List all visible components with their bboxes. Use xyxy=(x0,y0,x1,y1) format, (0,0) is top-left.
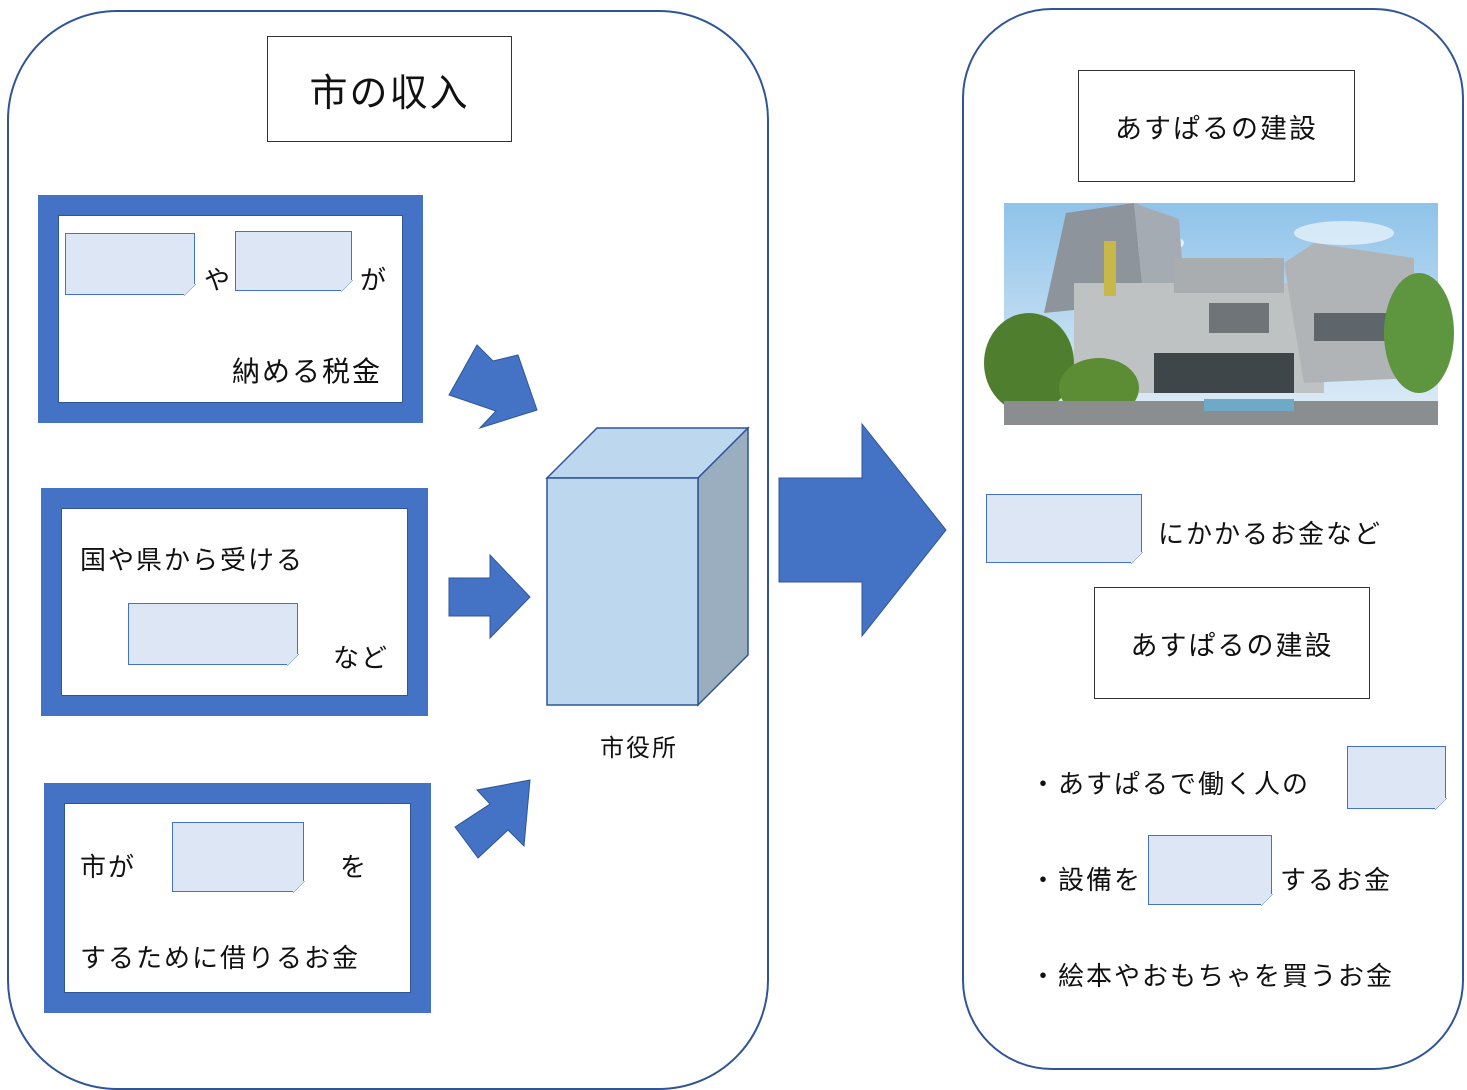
particle-wo: を xyxy=(340,853,369,883)
building-photo-icon xyxy=(984,203,1454,425)
city-hall-label: 市役所 xyxy=(600,734,678,762)
blank-payer-1[interactable] xyxy=(65,233,196,296)
item-books-toys: ・絵本やおもちゃを買うお金 xyxy=(1030,962,1395,992)
item-equipment-suffix: するお金 xyxy=(1280,866,1393,896)
particle-ya: や xyxy=(204,266,233,296)
grant-label: 国や県から受ける xyxy=(80,546,305,576)
grant-suffix: など xyxy=(333,644,390,674)
loan-box xyxy=(44,783,431,1013)
right-panel-title-2: あすぱるの建設 xyxy=(1094,587,1370,699)
left-panel-title: 市の収入 xyxy=(267,36,512,142)
loan-label: するために借りるお金 xyxy=(80,944,361,974)
blank-grant[interactable] xyxy=(128,603,299,666)
cost-suffix: にかかるお金など xyxy=(1158,520,1383,550)
blank-payer-2[interactable] xyxy=(235,231,353,292)
right-panel-title: あすぱるの建設 xyxy=(1078,70,1355,182)
grant-box xyxy=(41,488,428,716)
blank-construction-cost[interactable] xyxy=(986,494,1143,564)
loan-prefix: 市が xyxy=(80,853,137,883)
item-equipment-prefix: ・設備を xyxy=(1030,866,1143,896)
tax-label: 納める税金 xyxy=(232,355,383,388)
blank-wages[interactable] xyxy=(1347,746,1447,810)
blank-equipment[interactable] xyxy=(1148,835,1273,906)
particle-ga: が xyxy=(360,266,389,296)
blank-loan[interactable] xyxy=(172,822,305,893)
item-staff-wages: ・あすぱるで働く人の xyxy=(1030,770,1311,800)
